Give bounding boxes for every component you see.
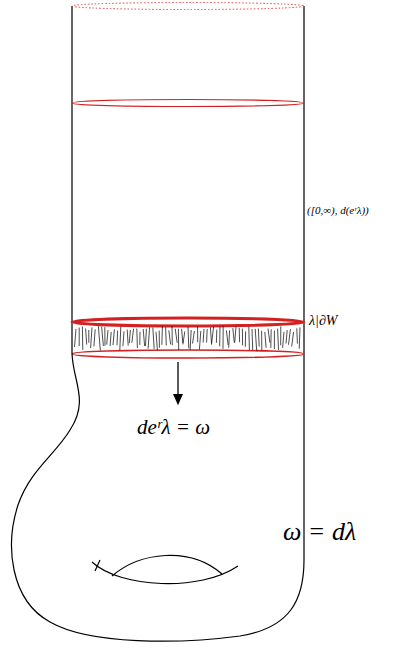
hatch-stroke — [82, 327, 83, 350]
leader-arrow — [177, 362, 178, 400]
hatch-stroke — [165, 327, 167, 345]
hatch-stroke — [226, 330, 228, 345]
hatch-stroke — [206, 329, 208, 343]
boundary-at-infinity — [72, 3, 304, 10]
cylinder-wall — [303, 6, 304, 356]
hatch-stroke — [175, 329, 177, 343]
hatch-stroke — [248, 327, 250, 350]
hatch-stroke — [102, 327, 104, 346]
hatch-stroke — [197, 327, 198, 343]
hatch-stroke — [277, 329, 279, 350]
hatch-stroke — [219, 327, 220, 347]
hatch-stroke — [233, 328, 235, 343]
hatch-stroke — [216, 330, 217, 343]
hatch-stroke — [86, 329, 87, 345]
hatch-stroke — [98, 326, 100, 350]
handle-curve — [95, 555, 222, 576]
hatch-stroke — [239, 328, 240, 343]
handle-curve — [92, 562, 238, 584]
hatch-stroke — [274, 331, 275, 350]
hatch-stroke — [132, 329, 134, 343]
hatch-stroke — [228, 330, 230, 348]
hatch-stroke — [199, 331, 200, 350]
hatch-stroke — [107, 330, 108, 345]
hatch-stroke — [235, 327, 236, 343]
hatch-stroke — [255, 329, 257, 351]
hatch-stroke — [145, 329, 147, 346]
hatch-stroke — [153, 328, 154, 349]
hatch-stroke — [280, 326, 281, 345]
hatch-stroke — [148, 327, 150, 348]
hatch-stroke — [172, 326, 173, 345]
hatch-stroke — [182, 329, 183, 343]
hatch-stroke — [252, 329, 254, 350]
boundary-form-label: λ|∂W — [309, 313, 338, 328]
hatch-stroke — [161, 326, 163, 345]
boundary-curve — [72, 318, 304, 326]
hatch-stroke — [129, 330, 130, 343]
hatch-stroke — [283, 332, 284, 348]
collar-equation: deʳλ = ω — [137, 416, 210, 439]
hatch-stroke — [139, 332, 140, 345]
hatch-stroke — [159, 331, 160, 348]
hatch-stroke — [91, 327, 92, 348]
hatch-stroke — [203, 329, 205, 343]
hatch-stroke — [286, 330, 287, 343]
hatch-stroke — [242, 329, 243, 346]
hatch-stroke — [296, 328, 298, 343]
symplectic-form-label: ω = dλ — [283, 518, 356, 547]
hatch-stroke — [190, 330, 191, 350]
hatch-stroke — [127, 330, 128, 346]
hatch-stroke — [110, 332, 111, 346]
hatch-stroke — [268, 329, 270, 343]
hatch-stroke — [79, 328, 80, 347]
cylinder-label: ([0,∞), d(eʳλ)) — [307, 204, 369, 216]
hatch-stroke — [261, 331, 262, 351]
hatch-stroke — [258, 329, 260, 347]
hatch-stroke — [156, 332, 157, 351]
hatch-stroke — [289, 329, 291, 345]
level-set — [72, 100, 304, 107]
hatch-stroke — [75, 329, 77, 347]
hatch-stroke — [123, 331, 124, 346]
hatch-stroke — [292, 332, 294, 347]
hatch-stroke — [169, 330, 171, 344]
hatch-stroke — [188, 327, 190, 349]
hatch-stroke — [212, 327, 214, 344]
hatch-stroke — [143, 329, 144, 346]
hatch-stroke — [265, 332, 266, 348]
hatch-stroke — [270, 329, 271, 348]
hatch-stroke — [223, 326, 224, 349]
hatch-stroke — [193, 331, 195, 344]
collar-hatching — [75, 326, 301, 351]
hatch-stroke — [88, 330, 89, 343]
hatch-stroke — [113, 329, 114, 345]
collar-curve — [72, 350, 304, 358]
hatch-stroke — [183, 331, 185, 344]
hatch-stroke — [299, 327, 301, 348]
hatch-stroke — [245, 331, 246, 346]
hatch-stroke — [178, 329, 179, 350]
hatch-stroke — [94, 329, 95, 346]
hatch-stroke — [136, 329, 138, 349]
hatch-stroke — [120, 327, 121, 351]
domain-outline — [12, 352, 304, 641]
cylinder-wall — [71, 6, 72, 352]
hatch-stroke — [117, 331, 119, 346]
hatch-stroke — [104, 327, 105, 346]
